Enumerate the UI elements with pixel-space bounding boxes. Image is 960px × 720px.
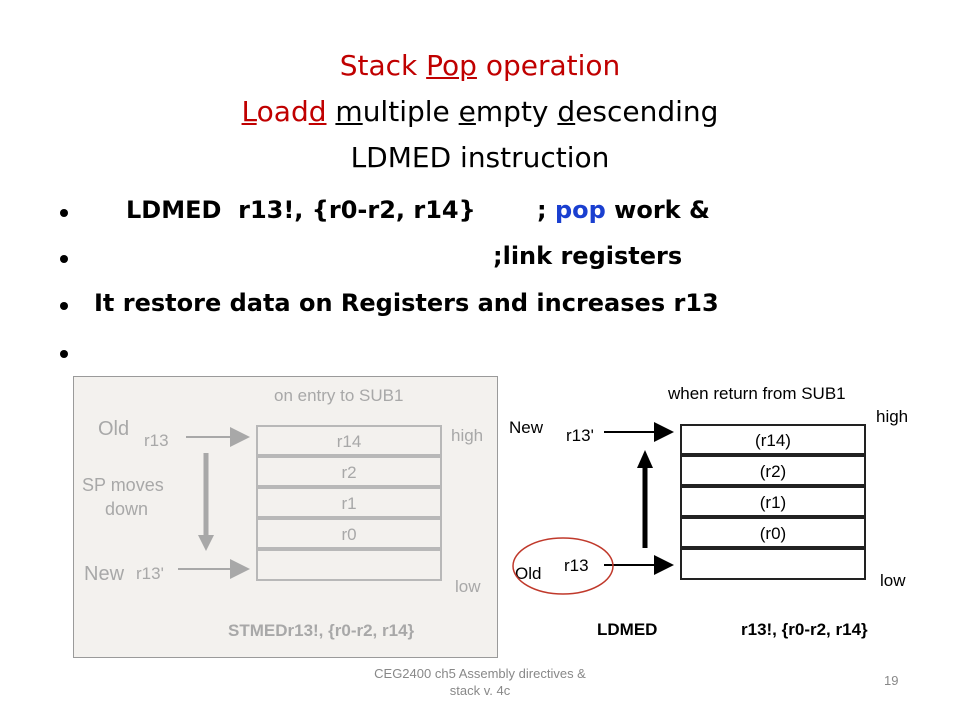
lp-down-arrow-head (198, 535, 214, 551)
stmed-figure: on entry to SUB1 Old r13 high SP moves d… (73, 376, 498, 658)
bullet-dot-4 (60, 350, 68, 358)
lp-new-label: New (84, 563, 125, 585)
rd-cell-r2: (r2) (680, 455, 866, 486)
title-line-2: Loadd multiple empty descending (0, 94, 960, 130)
bullet-1-instruction: LDMED r13!, {r0-r2, r14} (126, 196, 476, 224)
bullet-dot-3 (60, 302, 68, 310)
rd-cell-r0-label: (r0) (759, 524, 787, 543)
title-e: e (458, 95, 476, 128)
bullet-1-rest: work & (605, 196, 710, 224)
title-word-operation: operation (485, 49, 621, 82)
lp-cell-r2-label: r2 (341, 463, 357, 482)
title-ultiple: ultiple (362, 95, 450, 128)
rd-cell-r2-label: (r2) (759, 462, 787, 481)
rd-r13-label: r13 (564, 556, 589, 575)
title-mpty: mpty (475, 95, 549, 128)
footer: CEG2400 ch5 Assembly directives & stack … (340, 665, 620, 699)
bullet-1: LDMED r13!, {r0-r2, r14} (126, 195, 476, 225)
bullet-dot-1 (60, 209, 68, 217)
lp-cell-r1: r1 (256, 487, 442, 518)
title-word-stack: Stack (339, 49, 418, 82)
title-escending: escending (575, 95, 719, 128)
lp-arrows (178, 427, 250, 579)
title-line-1: Stack Pop operation (0, 48, 960, 84)
lp-low-label: low (455, 577, 481, 596)
rd-cell-r0: (r0) (680, 517, 866, 548)
lp-header: on entry to SUB1 (274, 386, 404, 405)
bullet-1-comment: ; pop work & (537, 195, 710, 225)
bullet-2: ;link registers (493, 242, 683, 270)
lp-high-label: high (451, 426, 484, 445)
rd-header: when return from SUB1 (668, 384, 846, 403)
lp-cell-empty (256, 549, 442, 581)
bullet-dot-2 (60, 255, 68, 263)
lp-r13-label: r13 (144, 431, 169, 450)
lp-sp-moves: SP moves (82, 475, 164, 495)
lp-cell-r1-label: r1 (341, 494, 357, 513)
rd-old-highlight-circle (512, 537, 614, 595)
lp-cell-r0-label: r0 (341, 525, 357, 544)
lp-cell-r14-label: r14 (336, 432, 362, 451)
ldmed-operands: r13!, {r0-r2, r14} (741, 620, 868, 639)
rd-cell-r14-label: (r14) (755, 431, 791, 450)
footer-line-1: CEG2400 ch5 Assembly directives & (374, 666, 586, 681)
lp-cell-r14: r14 (256, 425, 442, 456)
title-oad: oad (256, 95, 309, 128)
rd-cell-r14: (r14) (680, 424, 866, 455)
rd-low-label: low (880, 571, 906, 590)
footer-line-2: stack v. 4c (449, 683, 511, 698)
rd-cell-r1: (r1) (680, 486, 866, 517)
lp-cell-r0: r0 (256, 518, 442, 549)
lp-cell-r2: r2 (256, 456, 442, 487)
lp-r13p-label: r13' (136, 564, 164, 583)
lp-down: down (105, 499, 149, 519)
rd-high-label: high (876, 407, 909, 426)
rd-new-label: New (509, 418, 544, 437)
title-load-d: d (308, 95, 327, 128)
lp-old-label: Old (98, 418, 130, 440)
title-m: m (335, 95, 363, 128)
bullet-1-semicolon: ; (537, 196, 555, 224)
rd-r13p-label: r13' (566, 426, 594, 445)
rd-cell-empty (680, 548, 866, 580)
title-word-pop: Pop (426, 49, 477, 82)
ldmed-mnemonic: LDMED (597, 620, 658, 639)
stmed-instruction: STMEDr13!, {r0-r2, r14} (228, 621, 415, 640)
rd-cell-r1-label: (r1) (759, 493, 787, 512)
bullet-3: It restore data on Registers and increas… (94, 289, 719, 317)
title-line-3: LDMED instruction (350, 141, 610, 174)
title-d: d (557, 95, 576, 128)
title-l: L (241, 95, 257, 128)
rd-old-label: Old (515, 564, 542, 583)
rd-up-arrow-head (637, 450, 653, 468)
page-number: 19 (884, 673, 899, 688)
bullet-1-pop: pop (554, 196, 606, 224)
